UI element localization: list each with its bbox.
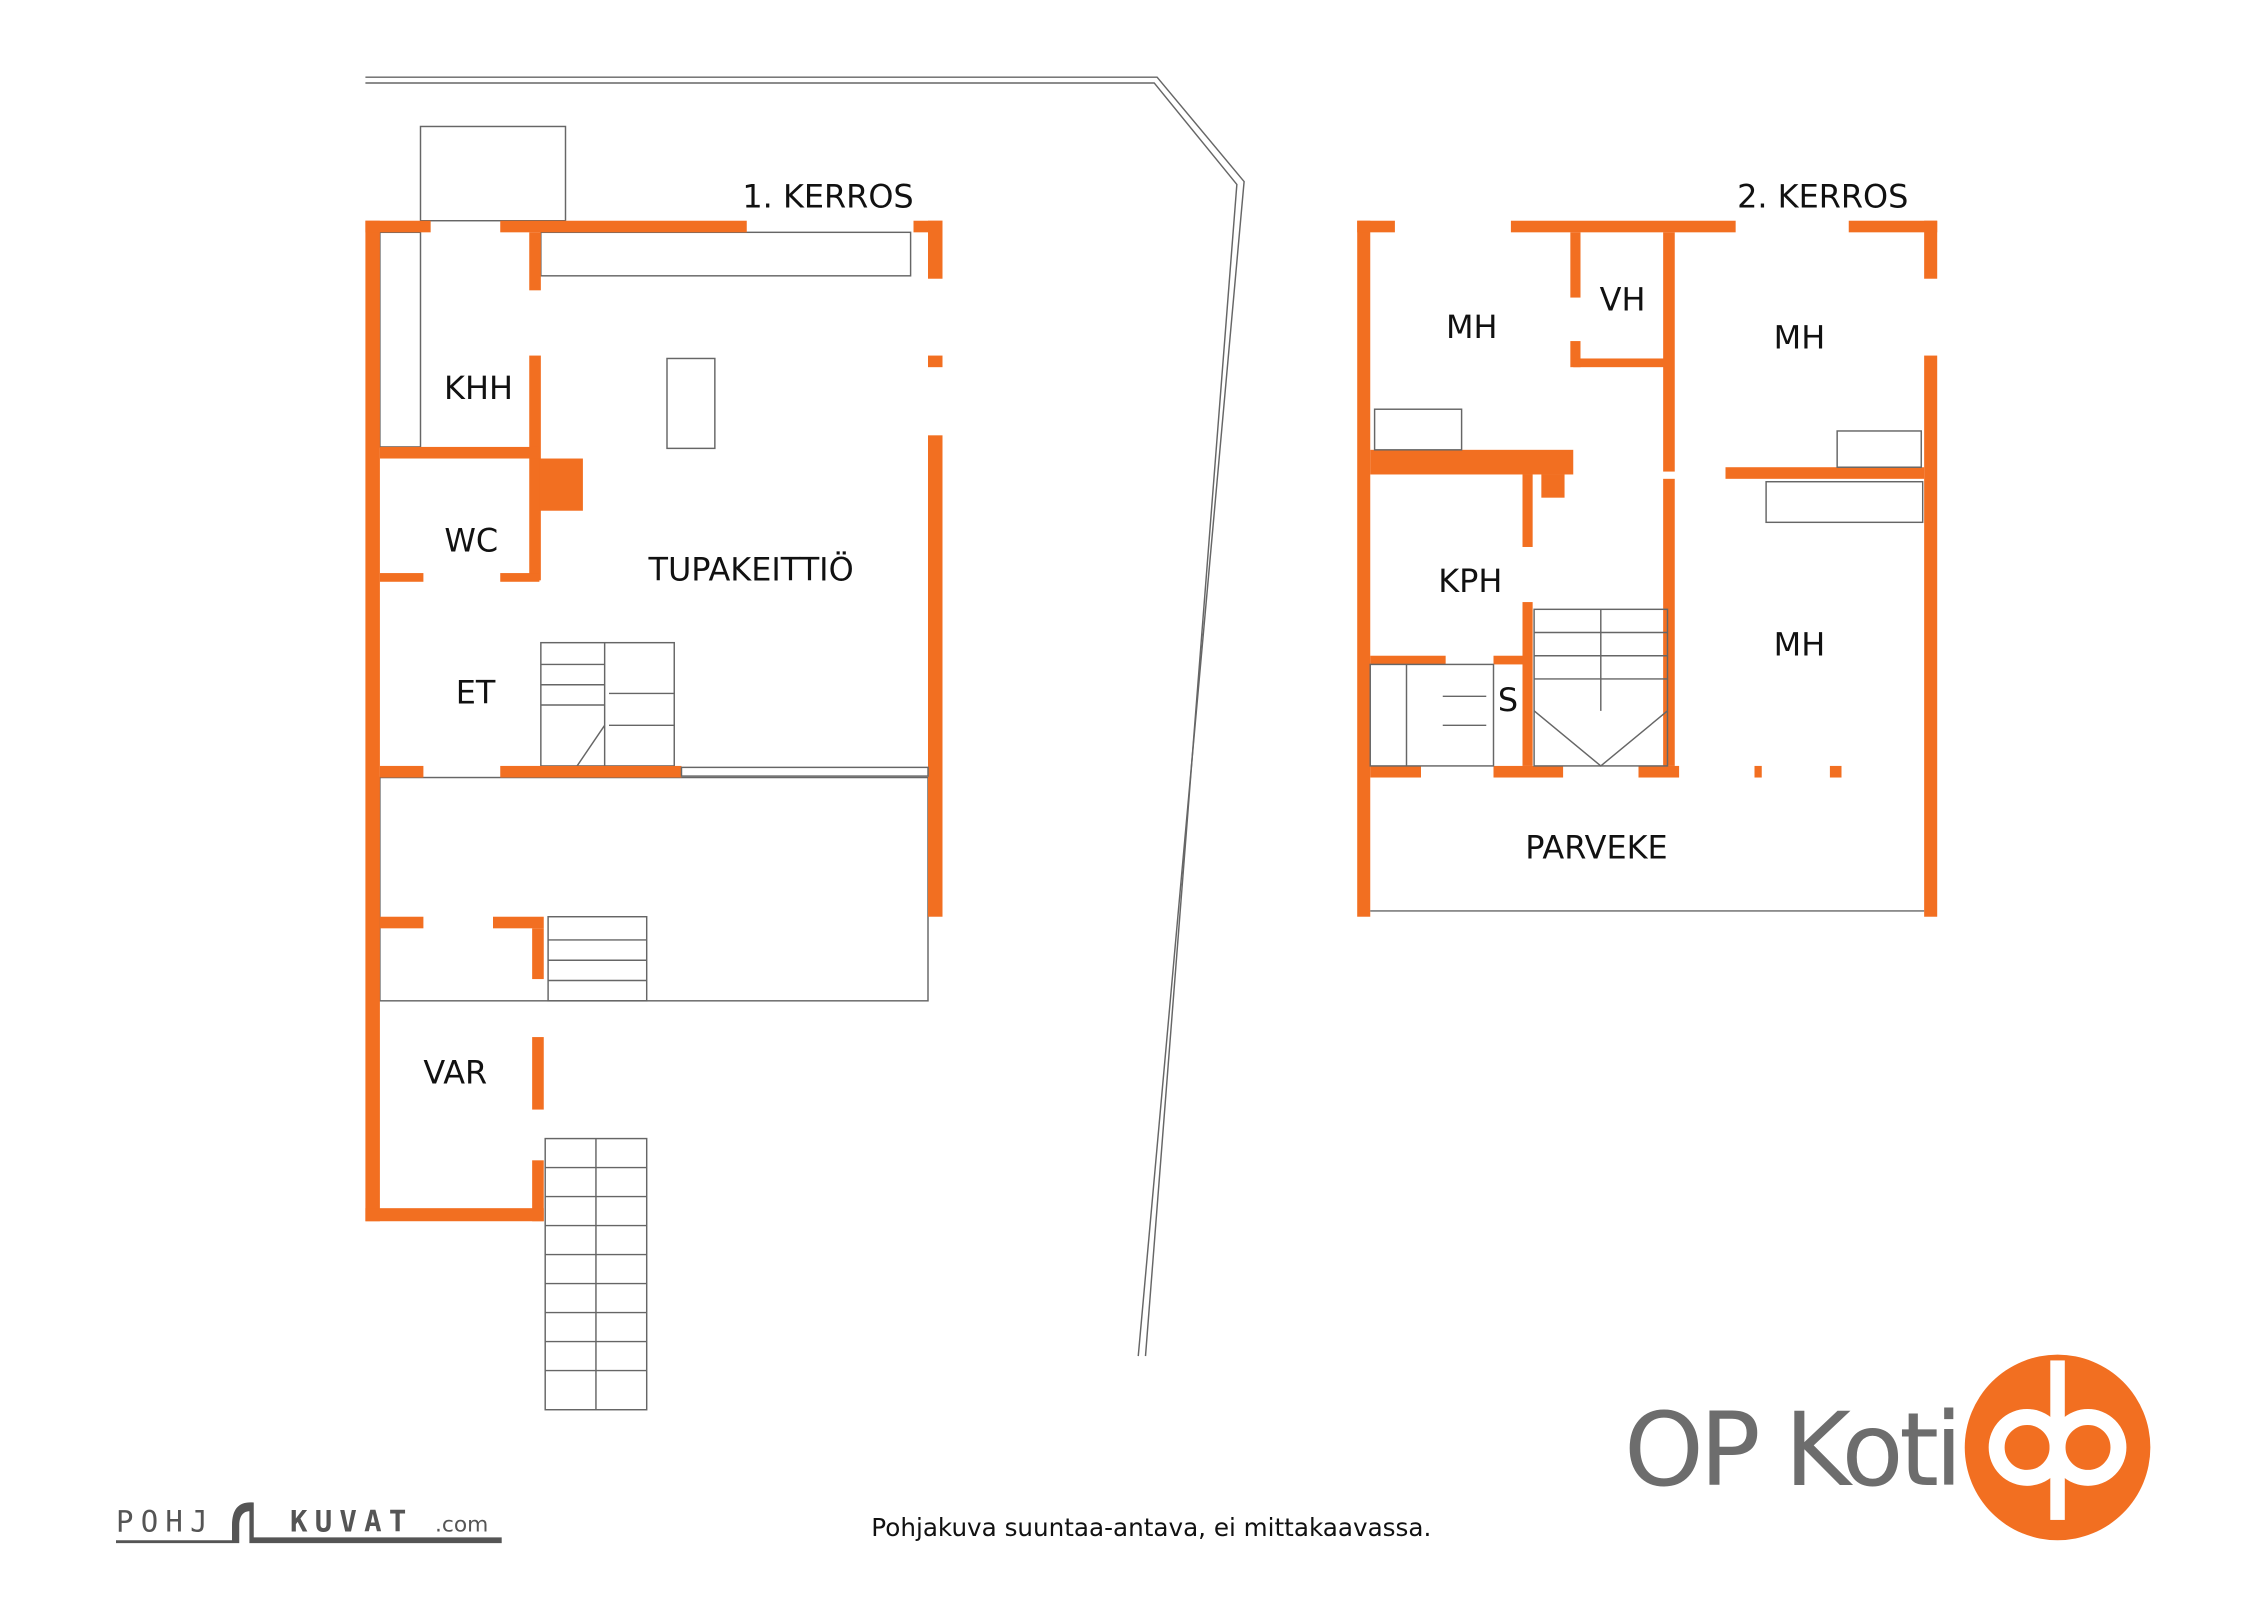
floor-1-title: 1. KERROS xyxy=(742,178,913,216)
room-label: S xyxy=(1498,681,1518,719)
stairs-outdoor xyxy=(544,1137,648,1411)
stairs-porch xyxy=(547,916,648,1002)
room-label: VAR xyxy=(423,1053,487,1091)
room-label: KPH xyxy=(1438,562,1502,600)
room-label: ET xyxy=(456,674,496,712)
room-label: MH xyxy=(1446,308,1498,346)
khh-cabinets xyxy=(379,231,422,448)
wardrobe xyxy=(1765,481,1924,524)
room-label: MH xyxy=(1774,318,1826,356)
room-label: TUPAKEITTIÖ xyxy=(647,550,853,588)
floor-1: 1. KERROS KHH WC TUPAKEITTIÖ ET VAR xyxy=(365,125,943,1411)
stairs-indoor xyxy=(540,641,675,767)
brand-name: OP Koti xyxy=(1624,1391,1959,1509)
watermark-left: POHJ xyxy=(116,1505,215,1539)
floor-2-title: 2. KERROS xyxy=(1737,178,1908,216)
pohjakuvat-watermark: POHJ KUVAT .com xyxy=(116,1502,502,1544)
op-logo-icon xyxy=(1964,1354,2151,1541)
kitchen-island xyxy=(666,357,716,450)
room-label: VH xyxy=(1600,281,1646,319)
room-label: PARVEKE xyxy=(1525,829,1667,867)
room-label: MH xyxy=(1774,626,1826,664)
wardrobe xyxy=(1373,408,1463,451)
room-label: WC xyxy=(444,521,498,559)
floor-2: 2. KERROS MH VH MH KPH S MH PARVEKE xyxy=(1357,178,1938,917)
watermark-right: KUVAT xyxy=(290,1505,414,1539)
disclaimer-caption: Pohjakuva suuntaa-antava, ei mittakaavas… xyxy=(871,1513,1431,1542)
watermark-suffix: .com xyxy=(435,1513,488,1538)
kitchen-counter xyxy=(540,231,912,277)
stairs-upper xyxy=(1369,608,1669,767)
fence-line xyxy=(365,76,1245,1357)
wardrobe xyxy=(1836,430,1922,468)
room-label: KHH xyxy=(444,369,513,407)
